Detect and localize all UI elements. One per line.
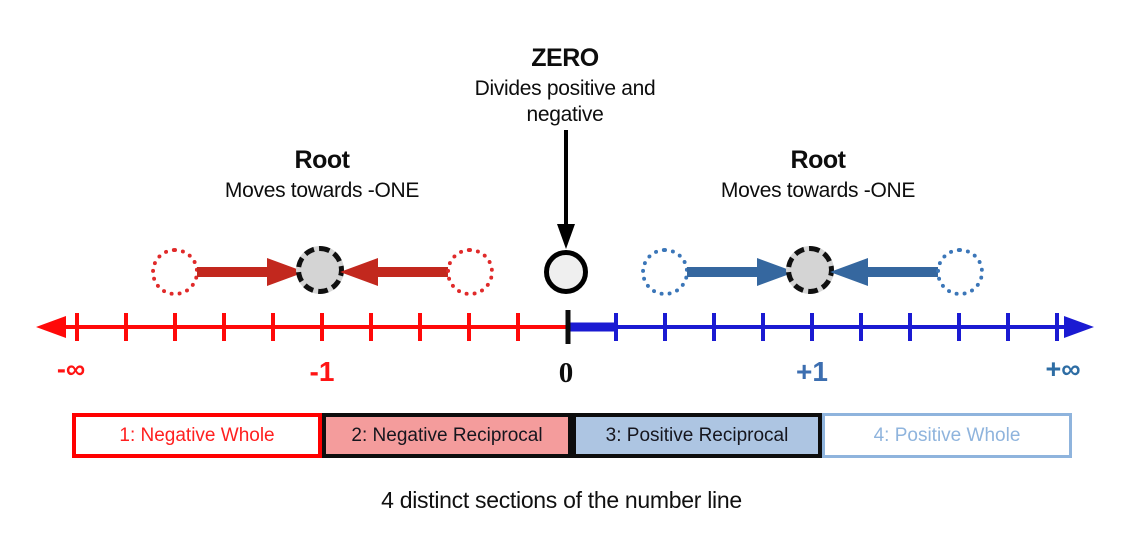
diagram-caption: 4 distinct sections of the number line bbox=[381, 487, 742, 513]
blue-arrow-right-icon bbox=[687, 258, 795, 286]
gray-target-circle-right bbox=[786, 246, 834, 294]
down-arrow-icon bbox=[557, 130, 575, 249]
zero-label: 0 bbox=[558, 357, 574, 389]
root-left-title: Root bbox=[294, 146, 350, 174]
legend-section-positive-reciprocal: 3: Positive Reciprocal bbox=[572, 413, 822, 458]
blue-dotted-circle-left bbox=[641, 248, 689, 296]
sections-legend: 1: Negative Whole 2: Negative Reciprocal… bbox=[72, 413, 1072, 458]
gray-target-circle-left bbox=[296, 246, 344, 294]
blue-arrow-left-icon bbox=[830, 258, 938, 286]
zero-annotation: ZERO Divides positive and negative bbox=[440, 44, 690, 129]
neg-one-label: -1 bbox=[309, 356, 335, 387]
red-dotted-circle-right bbox=[446, 248, 494, 296]
legend-section-negative-reciprocal: 2: Negative Reciprocal bbox=[322, 413, 572, 458]
zero-annotation-title: ZERO bbox=[531, 44, 599, 72]
red-arrow-left-icon bbox=[340, 258, 448, 286]
pos-infinity-label: +∞ bbox=[1045, 354, 1081, 384]
zero-circle bbox=[544, 250, 588, 294]
zero-annotation-subtitle: Divides positive and negative bbox=[474, 77, 656, 127]
pos-infinity-arrowhead-icon bbox=[1064, 316, 1094, 338]
root-left-annotation: Root Moves towards -ONE bbox=[182, 146, 462, 204]
pos-one-label: +1 bbox=[796, 356, 828, 387]
root-right-subtitle: Moves towards -ONE bbox=[720, 179, 916, 202]
red-dotted-circle-left bbox=[151, 248, 199, 296]
root-right-title: Root bbox=[790, 146, 846, 174]
number-line-axis bbox=[36, 310, 1094, 344]
red-arrow-right-icon bbox=[197, 258, 305, 286]
legend-section-negative-whole: 1: Negative Whole bbox=[72, 413, 322, 458]
root-left-subtitle: Moves towards -ONE bbox=[224, 179, 420, 202]
legend-section-positive-whole: 4: Positive Whole bbox=[822, 413, 1072, 458]
root-right-annotation: Root Moves towards -ONE bbox=[678, 146, 958, 204]
neg-infinity-label: -∞ bbox=[56, 354, 86, 384]
neg-infinity-arrowhead-icon bbox=[36, 316, 66, 338]
blue-dotted-circle-right bbox=[936, 248, 984, 296]
